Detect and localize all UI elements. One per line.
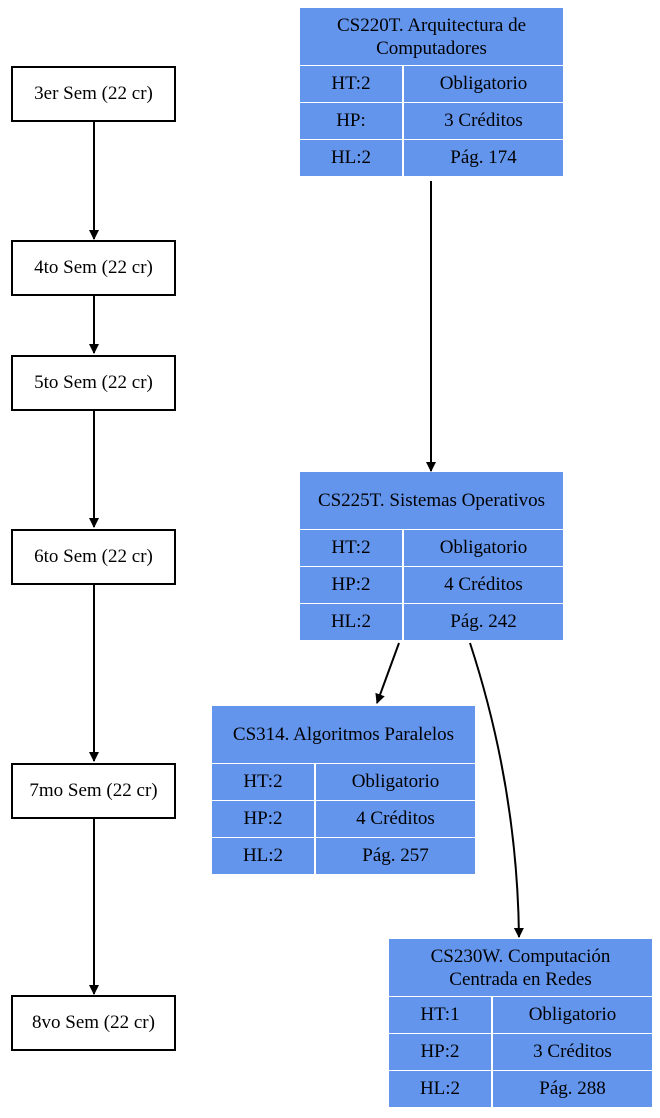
semester-node-3: 3er Sem (22 cr): [11, 66, 176, 122]
course-row-hp: HP:2 4 Créditos: [300, 567, 563, 604]
course-title: CS314. Algoritmos Paralelos: [212, 706, 475, 764]
course-type: Obligatorio: [528, 1004, 617, 1025]
course-node-cs314: CS314. Algoritmos Paralelos HT:2 Obligat…: [212, 706, 475, 874]
course-row-hl: HL:2 Pág. 174: [300, 140, 563, 176]
hours-theory: HT:2: [300, 66, 404, 102]
course-node-cs230w: CS230W. Computación Centrada en Redes HT…: [389, 939, 652, 1107]
course-row-ht: HT:2 Obligatorio: [212, 764, 475, 801]
course-type: Obligatorio: [351, 771, 440, 792]
edge-cs225t-cs230w: [469, 642, 524, 938]
hours-lab: HL:2: [300, 140, 404, 176]
course-node-cs220t: CS220T. Arquitectura de Computadores HT:…: [300, 8, 563, 176]
hours-practice: HP:2: [389, 1034, 493, 1070]
course-credits: 3 Créditos: [533, 1041, 612, 1062]
course-node-cs225t: CS225T. Sistemas Operativos HT:2 Obligat…: [300, 472, 563, 640]
course-row-hl: HL:2 Pág. 242: [300, 604, 563, 640]
course-type: Obligatorio: [439, 537, 528, 558]
hours-lab: HL:2: [212, 838, 316, 874]
course-row-ht: HT:2 Obligatorio: [300, 530, 563, 567]
hours-practice: HP:: [300, 103, 404, 139]
course-title: CS230W. Computación Centrada en Redes: [389, 939, 652, 997]
course-page: Pág. 288: [539, 1078, 606, 1099]
hours-practice: HP:2: [300, 567, 404, 603]
hours-practice: HP:2: [212, 801, 316, 837]
hours-lab: HL:2: [389, 1071, 493, 1107]
hours-theory: HT:1: [389, 997, 493, 1033]
course-row-hp: HP:2 4 Créditos: [212, 801, 475, 838]
semester-node-4: 4to Sem (22 cr): [11, 240, 176, 296]
semester-node-6: 6to Sem (22 cr): [11, 529, 176, 585]
course-page: Pág. 257: [362, 845, 429, 866]
course-row-hp: HP:2 3 Créditos: [389, 1034, 652, 1071]
semester-node-5: 5to Sem (22 cr): [11, 355, 176, 411]
course-title: CS220T. Arquitectura de Computadores: [300, 8, 563, 66]
course-page: Pág. 242: [450, 611, 517, 632]
semester-node-8: 8vo Sem (22 cr): [11, 995, 176, 1051]
course-credits: 4 Créditos: [444, 574, 523, 595]
course-type: Obligatorio: [439, 73, 528, 94]
edge-cs225t-cs314: [375, 642, 400, 704]
hours-theory: HT:2: [212, 764, 316, 800]
semester-node-7: 7mo Sem (22 cr): [11, 763, 176, 819]
course-title: CS225T. Sistemas Operativos: [300, 472, 563, 530]
course-credits: 3 Créditos: [444, 110, 523, 131]
course-row-ht: HT:2 Obligatorio: [300, 66, 563, 103]
hours-theory: HT:2: [300, 530, 404, 566]
course-row-hl: HL:2 Pág. 257: [212, 838, 475, 874]
course-credits: 4 Créditos: [356, 808, 435, 829]
course-row-ht: HT:1 Obligatorio: [389, 997, 652, 1034]
course-page: Pág. 174: [450, 147, 517, 168]
course-row-hp: HP: 3 Créditos: [300, 103, 563, 140]
hours-lab: HL:2: [300, 604, 404, 640]
course-row-hl: HL:2 Pág. 288: [389, 1071, 652, 1107]
